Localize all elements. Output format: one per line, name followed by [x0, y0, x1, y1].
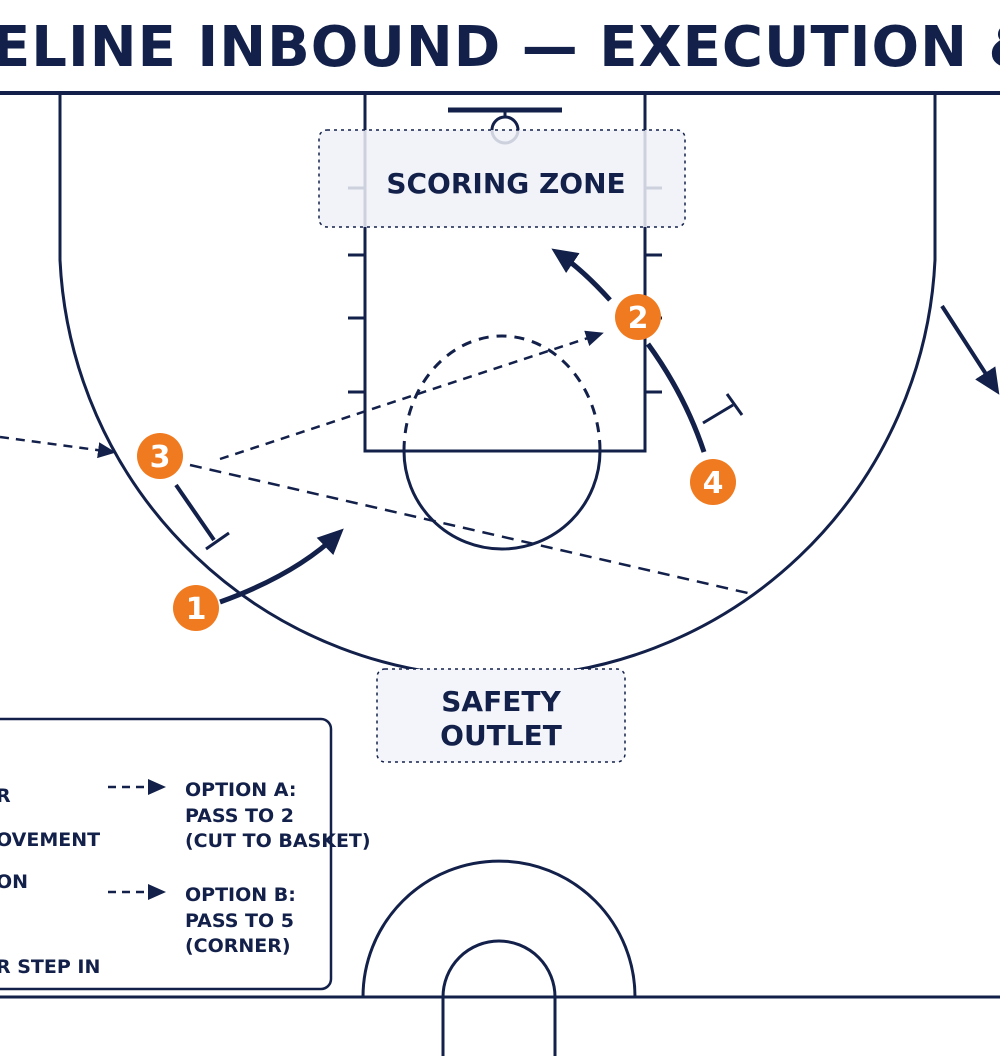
safety-outlet-label-2: OUTLET	[440, 719, 562, 752]
legend: R OVEMENT ON R STEP IN OPTION A: PASS TO…	[0, 717, 371, 991]
option-b-pass	[189, 463, 753, 596]
scoring-zone: SCORING ZONE	[318, 129, 686, 228]
player-2-cut	[551, 248, 612, 302]
legend-item: R	[0, 785, 11, 807]
players: 1 2 3 4	[137, 294, 736, 631]
legend-option-b-line3: (CORNER)	[185, 935, 291, 957]
safety-outlet-label-1: SAFETY	[441, 685, 561, 718]
inbound-pass-to-3	[0, 435, 116, 459]
player-3-screen	[174, 483, 216, 542]
legend-item: ON	[0, 871, 28, 893]
center-circle-inner	[441, 939, 557, 1056]
player-3: 3	[137, 433, 183, 479]
legend-option-a-line3: (CUT TO BASKET)	[185, 830, 371, 852]
svg-text:3: 3	[150, 440, 171, 475]
diagram-title: ELINE INBOUND — EXECUTION & SCORING OPTI…	[0, 15, 1000, 80]
legend-option-a-line2: PASS TO 2	[185, 805, 294, 827]
player-1-cut	[219, 528, 344, 605]
edge-arrow-right	[940, 304, 1000, 395]
center-circle-outer	[361, 859, 637, 998]
player-3-screen-bar	[205, 531, 230, 551]
svg-text:4: 4	[703, 466, 724, 501]
player-4: 4	[690, 459, 736, 505]
player-4-screen-stem	[702, 403, 734, 425]
scoring-zone-label: SCORING ZONE	[386, 167, 625, 200]
free-throw-circle-dashed	[402, 334, 602, 452]
lane	[363, 91, 647, 453]
legend-item: R STEP IN	[0, 956, 100, 978]
safety-outlet-zone: SAFETY OUTLET	[376, 668, 626, 763]
player-1: 1	[173, 585, 219, 631]
legend-option-b-line2: PASS TO 5	[185, 910, 294, 932]
legend-option-a-title: OPTION A:	[185, 779, 296, 801]
player-2: 2	[615, 294, 661, 340]
free-throw-circle-solid	[402, 450, 602, 551]
svg-text:2: 2	[628, 301, 649, 336]
player-4-screen	[645, 342, 707, 453]
player-4-screen-bar	[725, 393, 744, 416]
legend-box	[0, 717, 333, 991]
movement-paths	[0, 248, 1000, 605]
legend-item: OVEMENT	[0, 829, 100, 851]
svg-text:1: 1	[186, 592, 207, 627]
legend-option-b-title: OPTION B:	[185, 884, 296, 906]
option-a-pass	[219, 330, 604, 461]
